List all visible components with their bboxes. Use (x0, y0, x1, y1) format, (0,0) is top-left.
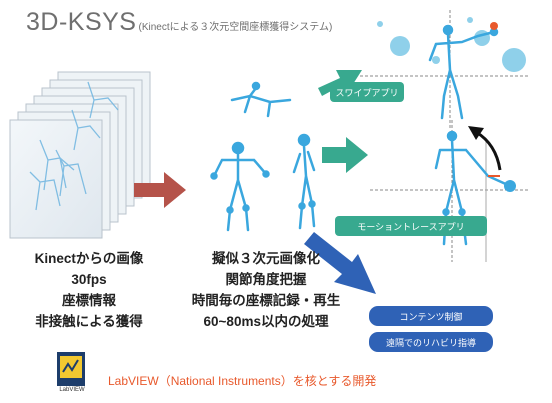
kinect-line: 座標情報 (62, 293, 116, 308)
motion-trace-app-screen (370, 120, 530, 262)
diagram-title: 3D-KSYS(Kinectによる３次元空間座標獲得システム) (26, 8, 332, 37)
skeleton-figures (210, 81, 316, 232)
process-line: 時間毎の座標記録・再生 (191, 293, 341, 308)
kinect-line: Kinectからの画像 (34, 251, 144, 266)
swipe-app-screen (360, 10, 530, 130)
title-main: 3D-KSYS (26, 8, 137, 36)
motion-trace-app-label: モーショントレースアプリ (335, 216, 487, 236)
title-sub: (Kinectによる３次元空間座標獲得システム) (138, 22, 333, 33)
kinect-frame-stack (9, 71, 151, 239)
kinect-line: 30fps (71, 272, 107, 287)
labview-logo-label: LabVIEW (59, 387, 85, 393)
kinect-description: Kinectからの画像 30fps 座標情報 非接触による獲得 (14, 248, 164, 332)
red-arrow (134, 172, 186, 208)
kinect-line: 非接触による獲得 (35, 314, 143, 329)
swipe-app-label: スワイプアプリ (330, 82, 404, 102)
process-line: 60~80ms以内の処理 (203, 314, 329, 329)
labview-logo-icon (57, 352, 85, 386)
processing-description: 擬似３次元画像化 関節角度把握 時間毎の座標記録・再生 60~80ms以内の処理 (186, 248, 346, 332)
remote-rehab-button[interactable]: 遠隔でのリハビリ指導 (369, 332, 493, 352)
blue-arrow (304, 232, 376, 294)
teal-arrow-middle (322, 137, 368, 173)
process-line: 擬似３次元画像化 (212, 251, 320, 266)
content-control-button[interactable]: コンテンツ制御 (369, 306, 493, 326)
footer-caption: LabVIEW（National Instruments）を核とする開発 (108, 374, 377, 388)
process-line: 関節角度把握 (225, 272, 307, 287)
